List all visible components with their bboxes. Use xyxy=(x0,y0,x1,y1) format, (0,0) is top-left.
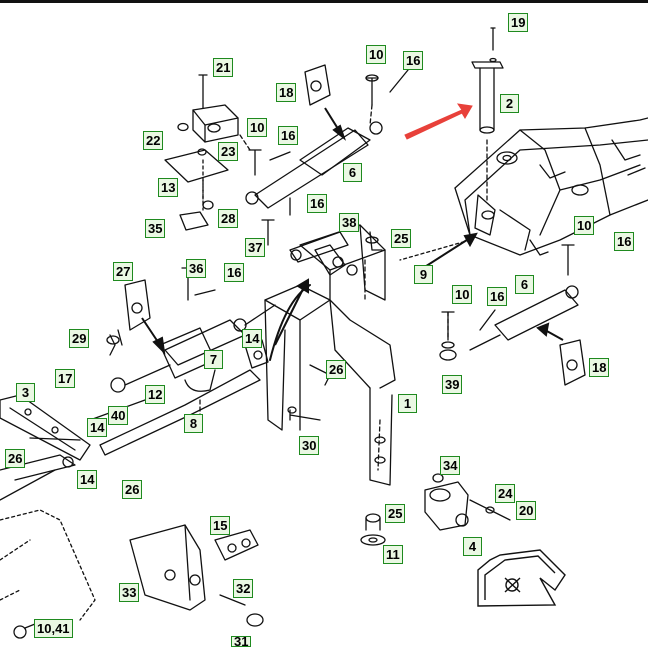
callout-4: 4 xyxy=(463,537,482,556)
callout-32: 32 xyxy=(233,579,254,598)
callout-14: 14 xyxy=(77,470,98,489)
callout-25: 25 xyxy=(385,504,406,523)
callout-33: 33 xyxy=(119,583,140,602)
callout-39: 39 xyxy=(442,375,463,394)
direction-badge xyxy=(477,549,566,607)
callout-40: 40 xyxy=(108,406,129,425)
callout-16: 16 xyxy=(224,263,245,282)
callout-9: 9 xyxy=(414,265,433,284)
callout-34: 34 xyxy=(440,456,461,475)
callout-27: 27 xyxy=(113,262,134,281)
callout-6: 6 xyxy=(343,163,362,182)
callout-10: 10 xyxy=(574,216,595,235)
callout-11: 11 xyxy=(383,545,403,564)
cylinder-6-upper xyxy=(245,69,409,209)
callout-28: 28 xyxy=(218,209,239,228)
callout-30: 30 xyxy=(299,436,320,455)
callout-16: 16 xyxy=(487,287,508,306)
callout-19: 19 xyxy=(508,13,529,32)
callout-10: 10 xyxy=(366,45,387,64)
callout-16: 16 xyxy=(403,51,424,70)
callout-29: 29 xyxy=(69,329,90,348)
callout-10-41: 10,41 xyxy=(34,619,73,638)
callout-26: 26 xyxy=(122,480,143,499)
callout-16: 16 xyxy=(307,194,328,213)
callout-23: 23 xyxy=(218,142,239,161)
frame-edge-left xyxy=(0,509,96,621)
callout-37: 37 xyxy=(245,238,266,257)
decal-18-upper xyxy=(304,64,331,106)
decal-27 xyxy=(124,279,151,331)
callout-18: 18 xyxy=(276,83,297,102)
callout-1: 1 xyxy=(398,394,417,413)
callout-20: 20 xyxy=(516,501,537,520)
callout-12: 12 xyxy=(145,385,166,404)
callout-25: 25 xyxy=(391,229,412,248)
callout-21: 21 xyxy=(213,58,234,77)
callout-3: 3 xyxy=(16,383,35,402)
decal-18-right xyxy=(559,339,586,386)
callout-7: 7 xyxy=(204,350,223,369)
link-38 xyxy=(261,197,349,263)
pivot-4 xyxy=(360,473,511,546)
mount-plate-33 xyxy=(129,524,264,627)
callout-17: 17 xyxy=(55,369,76,388)
highlight-arrow xyxy=(404,103,473,140)
callout-31: 31 xyxy=(231,636,252,647)
callout-13: 13 xyxy=(158,178,179,197)
callout-14: 14 xyxy=(242,329,263,348)
callout-14: 14 xyxy=(87,418,108,437)
bracket-13 xyxy=(164,74,239,231)
callout-38: 38 xyxy=(339,213,360,232)
callout-16: 16 xyxy=(614,232,635,251)
callout-36: 36 xyxy=(186,259,207,278)
callout-6: 6 xyxy=(515,275,534,294)
tractor-frame xyxy=(454,117,648,256)
callout-10: 10 xyxy=(247,118,268,137)
top-frame-rule xyxy=(0,0,648,3)
callout-26: 26 xyxy=(326,360,347,379)
callout-26: 26 xyxy=(5,449,26,468)
callout-24: 24 xyxy=(495,484,516,503)
callout-22: 22 xyxy=(143,131,164,150)
pin-2 xyxy=(471,27,504,134)
mast-frame-1 xyxy=(264,224,396,486)
callout-15: 15 xyxy=(210,516,231,535)
callout-18: 18 xyxy=(589,358,610,377)
callout-35: 35 xyxy=(145,219,166,238)
callout-8: 8 xyxy=(184,414,203,433)
lower-link-8 xyxy=(89,339,269,456)
callout-16: 16 xyxy=(278,126,299,145)
callout-10: 10 xyxy=(452,285,473,304)
callout-2: 2 xyxy=(500,94,519,113)
cylinder-6-lower xyxy=(106,267,276,393)
